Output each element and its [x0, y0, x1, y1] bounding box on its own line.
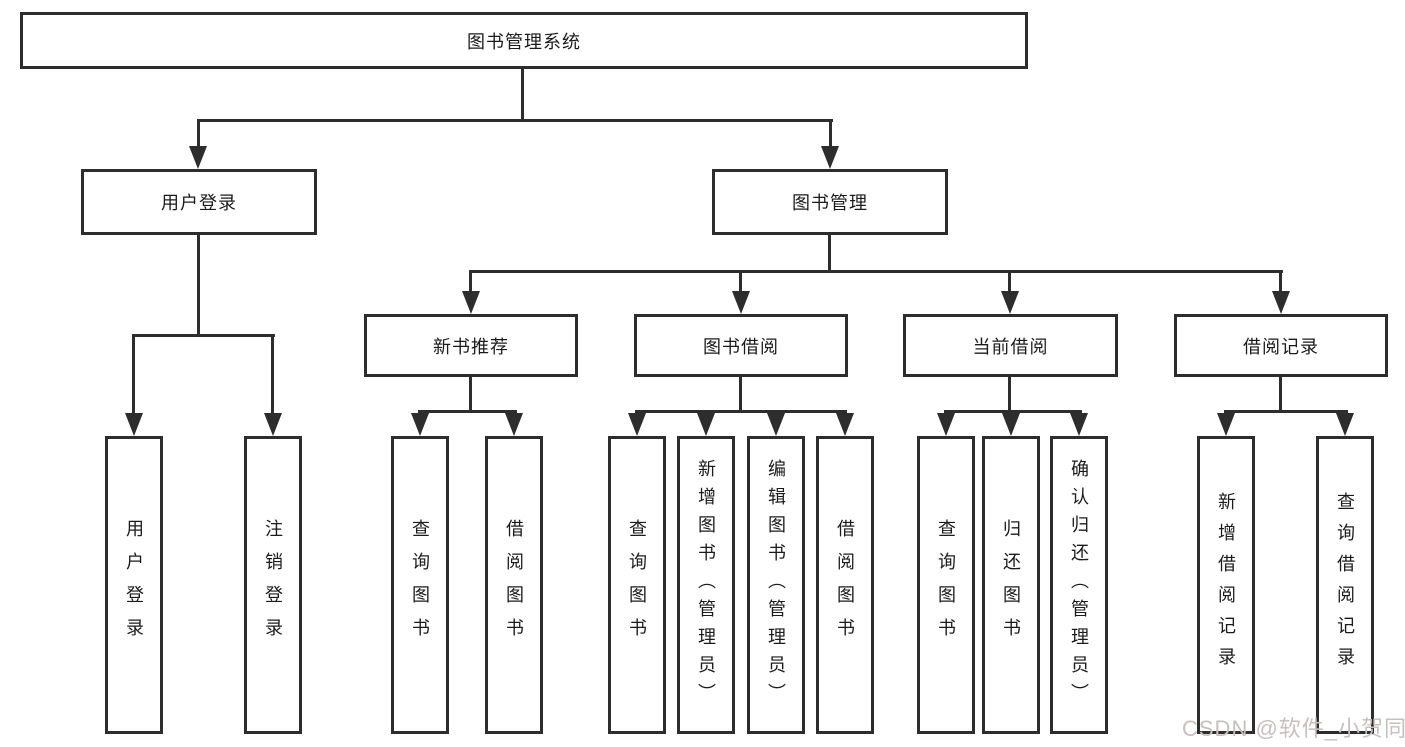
arrow-down-icon: [1001, 291, 1019, 314]
node-root-label: 图书管理系统: [467, 31, 581, 52]
arrow-down-icon: [836, 413, 854, 436]
node-leaf-query-book-1: 查询图书: [391, 436, 449, 734]
node-leaf-add-borrow-record: 新增借阅记录: [1197, 436, 1255, 734]
node-current-borrow-label: 当前借阅: [972, 336, 1049, 357]
leaf-label: 归还图书: [1001, 519, 1021, 651]
arrow-down-icon: [1217, 413, 1235, 436]
connector-drop-borrow-record: [1279, 270, 1282, 294]
arrow-down-icon: [821, 146, 839, 169]
node-borrow-record-label: 借阅记录: [1243, 336, 1319, 357]
leaf-label: 查询图书: [936, 519, 956, 651]
connector-current-borrow-distributor: [944, 410, 1082, 413]
arrow-down-icon: [505, 413, 523, 436]
connector-level3-distributor: [469, 270, 1283, 273]
arrow-down-icon: [462, 291, 480, 314]
node-new-book-rec: 新书推荐: [364, 314, 578, 377]
connector-user-login-distributor: [132, 334, 275, 337]
node-borrow-record: 借阅记录: [1174, 314, 1388, 377]
arrow-down-icon: [937, 413, 955, 436]
arrow-down-icon: [767, 413, 785, 436]
node-book-mgmt-label: 图书管理: [792, 193, 868, 213]
connector-drop-new-book: [469, 270, 472, 294]
node-user-login: 用户登录: [81, 169, 317, 235]
node-leaf-edit-book-admin: 编辑图书（管理员）: [747, 436, 805, 734]
leaf-label: 用户登录: [124, 519, 144, 651]
connector-drop-logout: [271, 334, 274, 416]
connector-book-borrow-trunk: [739, 377, 742, 413]
connector-drop-login: [132, 334, 135, 416]
node-leaf-query-book-3: 查询图书: [917, 436, 975, 734]
node-leaf-confirm-return-admin: 确认归还（管理员）: [1050, 436, 1108, 734]
leaf-label: 新增借阅记录: [1216, 492, 1236, 678]
connector-new-book-distributor: [418, 410, 517, 413]
arrow-down-icon: [697, 413, 715, 436]
connector-borrow-record-distributor: [1224, 410, 1348, 413]
node-leaf-query-book-2: 查询图书: [608, 436, 666, 734]
leaf-label: 查询图书: [627, 519, 647, 651]
arrow-down-icon: [1070, 413, 1088, 436]
arrow-down-icon: [732, 291, 750, 314]
arrow-down-icon: [189, 146, 207, 169]
csdn-watermark: CSDN @软件_小贺同学: [1182, 716, 1405, 741]
node-leaf-add-book-admin: 新增图书（管理员）: [677, 436, 735, 734]
arrow-down-icon: [411, 413, 429, 436]
leaf-label: 编辑图书（管理员）: [766, 459, 786, 711]
connector-root-trunk: [521, 68, 524, 122]
node-leaf-user-login: 用户登录: [105, 436, 163, 734]
connector-user-login-trunk: [197, 235, 200, 337]
leaf-label: 查询图书: [410, 519, 430, 651]
connector-drop-user-login: [197, 119, 200, 147]
node-leaf-query-borrow-record: 查询借阅记录: [1316, 436, 1374, 734]
leaf-label: 确认归还（管理员）: [1069, 459, 1089, 711]
arrow-down-icon: [1272, 291, 1290, 314]
arrow-down-icon: [1002, 413, 1020, 436]
arrow-down-icon: [628, 413, 646, 436]
node-leaf-return-book: 归还图书: [982, 436, 1040, 734]
connector-borrow-record-trunk: [1279, 377, 1282, 413]
arrow-down-icon: [264, 413, 282, 436]
node-user-login-label: 用户登录: [161, 193, 237, 213]
connector-new-book-trunk: [469, 377, 472, 413]
arrow-down-icon: [1336, 413, 1354, 436]
node-book-mgmt: 图书管理: [712, 169, 948, 235]
leaf-label: 新增图书（管理员）: [696, 459, 716, 711]
leaf-label: 借阅图书: [835, 519, 855, 651]
node-leaf-logout: 注销登录: [244, 436, 302, 734]
node-leaf-borrow-book-2: 借阅图书: [816, 436, 874, 734]
node-book-borrow: 图书借阅: [634, 314, 848, 377]
node-root: 图书管理系统: [20, 12, 1028, 69]
arrow-down-icon: [125, 413, 143, 436]
connector-drop-book-mgmt: [829, 119, 832, 147]
node-new-book-rec-label: 新书推荐: [433, 336, 509, 357]
connector-drop-current-borrow: [1008, 270, 1011, 294]
leaf-label: 借阅图书: [504, 519, 524, 651]
connector-book-mgmt-trunk: [828, 235, 831, 273]
connector-level2-distributor: [197, 119, 833, 122]
node-leaf-borrow-book-1: 借阅图书: [485, 436, 543, 734]
leaf-label: 查询借阅记录: [1335, 492, 1355, 678]
connector-book-borrow-distributor: [635, 410, 847, 413]
leaf-label: 注销登录: [263, 519, 283, 651]
connector-current-borrow-trunk: [1008, 377, 1011, 413]
node-book-borrow-label: 图书借阅: [703, 336, 779, 357]
node-current-borrow: 当前借阅: [903, 314, 1118, 377]
connector-drop-book-borrow: [739, 270, 742, 294]
